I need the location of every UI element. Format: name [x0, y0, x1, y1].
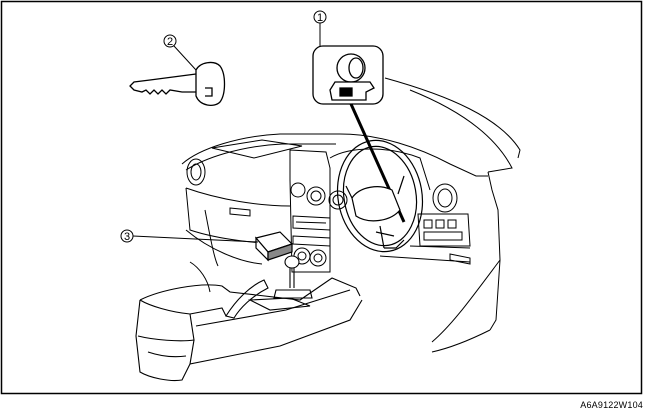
callout-2-circle	[163, 34, 177, 48]
control-module	[254, 231, 294, 262]
callout-1: 1	[313, 10, 327, 46]
interior-body	[189, 77, 521, 353]
callout-2-number: 2	[167, 36, 173, 48]
diagram-frame	[0, 0, 643, 395]
figure-code: A6A9122W104	[580, 400, 643, 410]
callout-3: 3	[120, 229, 259, 243]
callout-1-number: 1	[317, 12, 323, 24]
callout-2-leader	[173, 45, 197, 71]
steering-wheel	[336, 139, 424, 253]
center-console	[135, 255, 363, 382]
callout-3-number: 3	[124, 231, 130, 243]
callout-3-leader	[132, 235, 259, 243]
callout-2: 2	[163, 34, 197, 71]
dashboard	[181, 133, 488, 273]
ignition-switch-inset	[312, 45, 384, 105]
key-illustration	[129, 61, 226, 107]
